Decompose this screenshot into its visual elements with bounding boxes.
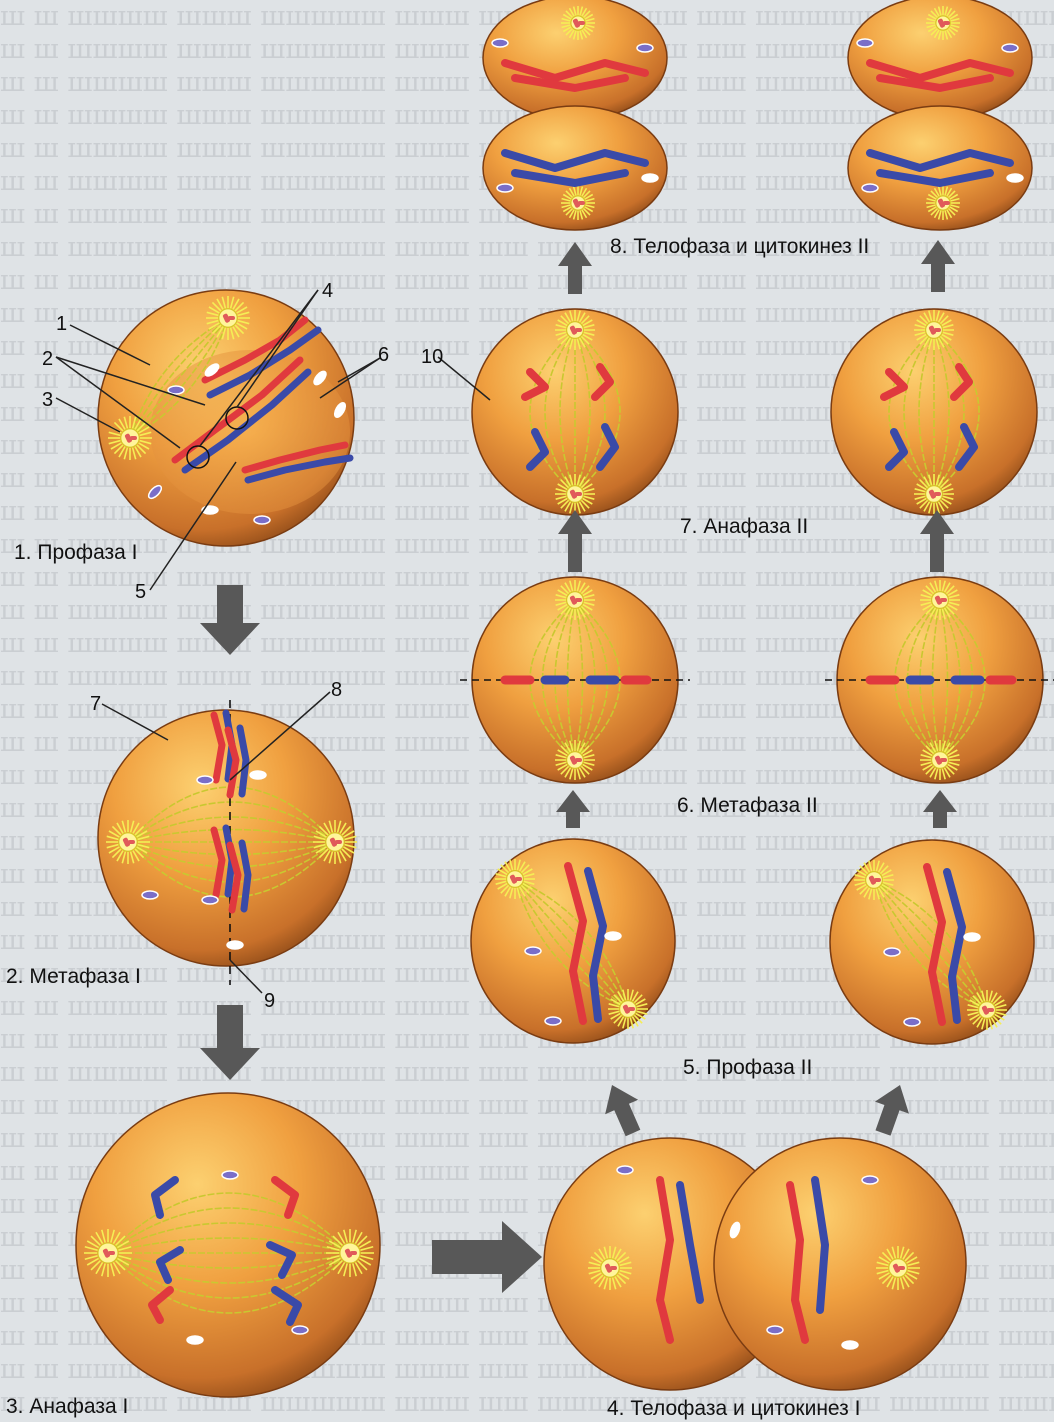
centrosome bbox=[555, 580, 595, 620]
centrosome bbox=[84, 1229, 132, 1277]
arrow-4-to-5-left bbox=[605, 1085, 640, 1136]
callout-1: 1 bbox=[56, 314, 67, 334]
vesicle bbox=[862, 184, 878, 192]
cell-metaphase-2-left bbox=[460, 577, 690, 783]
centrosome bbox=[967, 990, 1007, 1030]
vesicle bbox=[254, 516, 270, 524]
arrow-7-to-8-left bbox=[558, 242, 592, 294]
vesicle bbox=[642, 174, 658, 182]
centrosome bbox=[608, 989, 648, 1029]
callout-3: 3 bbox=[42, 390, 53, 410]
arrow-7-to-8-right bbox=[921, 240, 955, 292]
cell-anaphase-2-right bbox=[831, 309, 1037, 515]
stage-label-telophase-2: 8. Телофаза и цитокинез II bbox=[610, 236, 869, 257]
cell-prophase-1 bbox=[98, 290, 354, 546]
cell-telophase-2-right bbox=[848, 0, 1032, 230]
callout-4: 4 bbox=[322, 281, 333, 301]
centrosome bbox=[555, 740, 595, 780]
callout-6: 6 bbox=[378, 345, 389, 365]
arrow-1-to-2 bbox=[200, 585, 260, 655]
callout-2: 2 bbox=[42, 349, 53, 369]
centrosome bbox=[555, 474, 595, 514]
centrosome bbox=[926, 6, 960, 40]
centrosome bbox=[495, 859, 535, 899]
vesicle bbox=[142, 891, 158, 899]
centrosome bbox=[914, 474, 954, 514]
stage-label-metaphase-2: 6. Метафаза II bbox=[677, 795, 818, 816]
cell-metaphase-1 bbox=[98, 700, 357, 985]
vesicle bbox=[222, 1171, 238, 1179]
vesicle bbox=[292, 1326, 308, 1334]
callout-8: 8 bbox=[331, 680, 342, 700]
vesicle bbox=[1002, 44, 1018, 52]
centrosome bbox=[588, 1246, 632, 1290]
cell-prophase-2-left bbox=[471, 839, 675, 1043]
cell-telophase-1 bbox=[544, 1138, 966, 1390]
cell-prophase-2-right bbox=[830, 840, 1034, 1044]
centrosome bbox=[914, 310, 954, 350]
cells-layer bbox=[76, 0, 1054, 1397]
stage-label-anaphase-1: 3. Анафаза I bbox=[6, 1396, 128, 1417]
arrow-4-to-5-right bbox=[875, 1085, 909, 1136]
arrow-3-to-4 bbox=[432, 1221, 542, 1293]
centrosome bbox=[561, 6, 595, 40]
vesicle bbox=[964, 933, 980, 941]
vesicle bbox=[187, 1336, 203, 1344]
vesicle bbox=[637, 44, 653, 52]
cell-anaphase-2-left bbox=[472, 309, 678, 515]
arrow-6-to-7-left bbox=[558, 510, 592, 572]
arrow-5-to-6-right bbox=[923, 790, 957, 828]
cell-membrane bbox=[714, 1138, 966, 1390]
vesicle bbox=[842, 1341, 858, 1349]
cell-metaphase-2-right bbox=[825, 577, 1054, 783]
vesicle bbox=[250, 771, 266, 779]
arrow-2-to-3 bbox=[200, 1005, 260, 1080]
vesicle bbox=[857, 39, 873, 47]
centrosome bbox=[206, 296, 250, 340]
vesicle bbox=[497, 184, 513, 192]
vesicle bbox=[904, 1018, 920, 1026]
vesicle bbox=[525, 947, 541, 955]
callout-5: 5 bbox=[135, 582, 146, 602]
callout-10: 10 bbox=[421, 347, 443, 367]
vesicle bbox=[227, 941, 243, 949]
stage-label-anaphase-2: 7. Анафаза II bbox=[680, 516, 808, 537]
vesicle bbox=[862, 1176, 878, 1184]
callout-9: 9 bbox=[264, 991, 275, 1011]
leader-line bbox=[102, 704, 168, 740]
centrosome bbox=[313, 820, 357, 864]
centrosome bbox=[555, 310, 595, 350]
vesicle bbox=[767, 1326, 783, 1334]
vesicle bbox=[605, 932, 621, 940]
arrow-6-to-7-right bbox=[920, 510, 954, 572]
vesicle bbox=[617, 1166, 633, 1174]
centrosome bbox=[920, 580, 960, 620]
vesicle bbox=[197, 776, 213, 784]
centrosome bbox=[926, 186, 960, 220]
vesicle bbox=[1007, 174, 1023, 182]
vesicle bbox=[168, 386, 184, 394]
vesicle bbox=[492, 39, 508, 47]
stage-label-telophase-1: 4. Телофаза и цитокинез I bbox=[607, 1398, 860, 1419]
vesicle bbox=[884, 948, 900, 956]
cell-telophase-2-left bbox=[483, 0, 667, 230]
centrosome bbox=[326, 1229, 374, 1277]
vesicle bbox=[202, 896, 218, 904]
stage-label-metaphase-1: 2. Метафаза I bbox=[6, 966, 141, 987]
centrosome bbox=[876, 1246, 920, 1290]
stage-label-prophase-1: 1. Профаза I bbox=[14, 542, 138, 563]
vesicle bbox=[545, 1017, 561, 1025]
arrow-5-to-6-left bbox=[556, 790, 590, 828]
stage-label-prophase-2: 5. Профаза II bbox=[683, 1057, 812, 1078]
cell-anaphase-1 bbox=[76, 1093, 380, 1397]
centrosome bbox=[854, 860, 894, 900]
callout-7: 7 bbox=[90, 694, 101, 714]
centrosome bbox=[561, 186, 595, 220]
centrosome bbox=[920, 740, 960, 780]
centrosome bbox=[106, 820, 150, 864]
